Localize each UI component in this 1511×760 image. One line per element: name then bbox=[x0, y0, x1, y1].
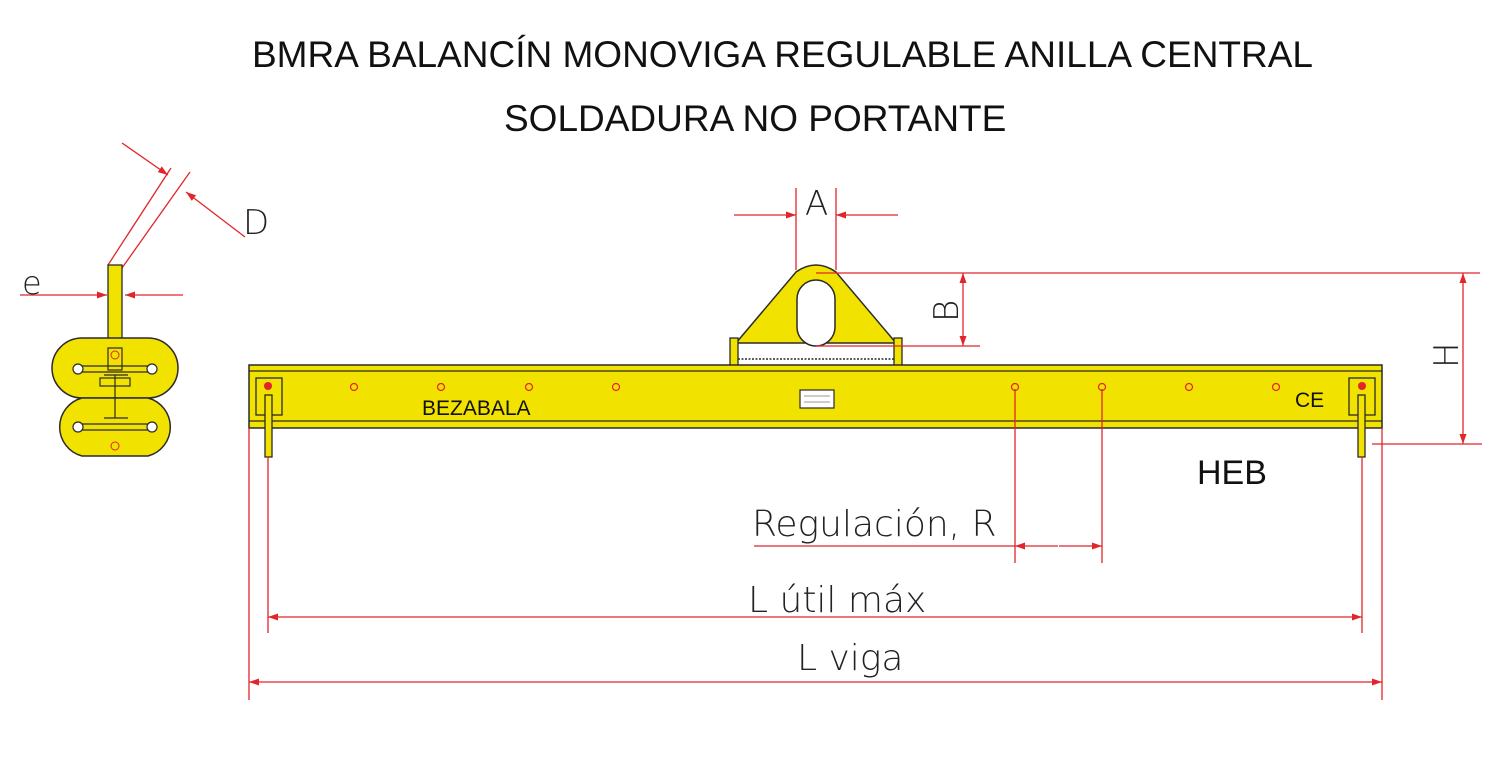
usable-length-label: L útil máx bbox=[748, 580, 926, 621]
ce-mark: CE bbox=[1295, 389, 1324, 412]
side-view: D e bbox=[20, 142, 269, 457]
right-end-hook bbox=[1357, 394, 1366, 458]
dimension-d-label: D bbox=[243, 203, 269, 243]
dimension-lines bbox=[248, 188, 1482, 700]
dimension-a-label: A bbox=[805, 184, 828, 224]
title-line-2: SOLDADURA NO PORTANTE bbox=[504, 98, 1007, 139]
brand-label: BEZABALA bbox=[422, 397, 531, 420]
name-plate bbox=[799, 389, 835, 409]
regulation-label: Regulación, R bbox=[752, 504, 997, 545]
dimension-e-label: e bbox=[22, 264, 42, 302]
side-lifting-plate bbox=[107, 264, 123, 341]
lug-slot bbox=[796, 279, 836, 347]
beam-assembly: BEZABALA CE bbox=[248, 264, 1383, 458]
dimension-h-label: H bbox=[1427, 342, 1467, 368]
side-lower-loop bbox=[58, 397, 172, 457]
dimension-b-label: B bbox=[927, 300, 967, 322]
profile-label: HEB bbox=[1197, 454, 1267, 492]
beam-length-label: L viga bbox=[797, 638, 903, 679]
dimension-d bbox=[107, 142, 246, 269]
left-end-hook bbox=[264, 394, 273, 458]
title-line-1: BMRA BALANCÍN MONOVIGA REGULABLE ANILLA … bbox=[252, 34, 1314, 75]
